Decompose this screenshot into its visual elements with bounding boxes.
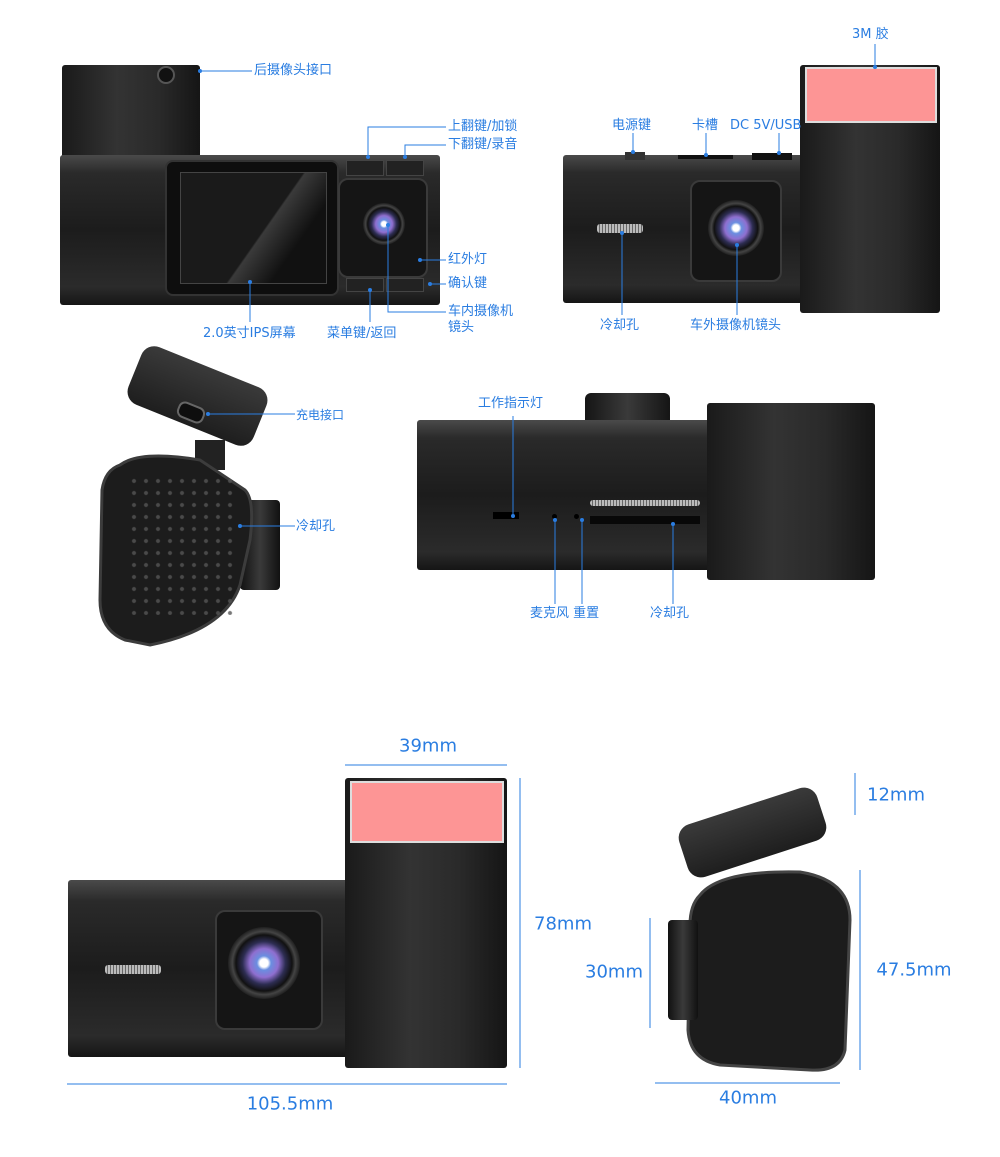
- dim-height: 78mm: [534, 913, 592, 935]
- rear-camera-port-icon: [157, 66, 175, 84]
- cooling-vent-dim: [105, 965, 161, 974]
- label-rear-camera-port: 后摄像头接口: [254, 63, 333, 78]
- dim-lens-height: 30mm: [585, 961, 643, 983]
- mount-bottom-view: [707, 403, 875, 580]
- label-cooling-bottom: 冷却孔: [650, 606, 690, 621]
- reset-hole: [574, 514, 579, 519]
- mount-rear-view: [62, 65, 200, 165]
- label-cooling-side: 冷却孔: [296, 519, 336, 534]
- label-power-key: 电源键: [612, 118, 652, 133]
- power-button-icon: [625, 152, 645, 160]
- label-menu-key: 菜单键/返回: [327, 326, 397, 341]
- dim-mount-thickness: 12mm: [867, 784, 925, 806]
- label-charging-port: 充电接口: [296, 408, 345, 422]
- label-up-key: 上翻键/加锁: [448, 119, 518, 134]
- down-key-button: [386, 160, 424, 176]
- usb-port: [752, 153, 792, 160]
- label-down-key: 下翻键/录音: [448, 137, 518, 152]
- up-key-button: [346, 160, 384, 176]
- label-inner-lens-2: 镜头: [448, 320, 475, 335]
- label-outer-lens: 车外摄像机镜头: [690, 318, 782, 333]
- label-dc-usb: DC 5V/USB: [730, 118, 802, 133]
- lens-barrel-side-dim: [668, 920, 698, 1020]
- label-card-slot: 卡槽: [692, 118, 719, 133]
- label-ir-light: 红外灯: [448, 252, 488, 267]
- inner-lens: [363, 203, 405, 245]
- cooling-grille: [128, 475, 238, 615]
- card-slot: [678, 155, 733, 159]
- ok-key-button: [386, 278, 424, 292]
- outer-lens-dim: [228, 927, 300, 999]
- label-ok-key: 确认键: [448, 276, 488, 291]
- dim-side-height: 47.5mm: [876, 959, 952, 981]
- cooling-slot-2: [590, 516, 700, 524]
- cooling-vent: [597, 224, 643, 233]
- ips-screen: [180, 172, 327, 284]
- adhesive-pad-dim: [350, 781, 504, 843]
- dim-length: 105.5mm: [246, 1093, 334, 1115]
- label-cooling-front: 冷却孔: [600, 318, 640, 333]
- adhesive-pad: [805, 67, 937, 123]
- dim-depth: 40mm: [719, 1087, 777, 1109]
- indicator-light: [493, 512, 519, 519]
- dashcam-bottom-body: [417, 420, 712, 570]
- dim-mount-width: 39mm: [399, 735, 457, 757]
- label-inner-lens-1: 车内摄像机: [448, 304, 514, 319]
- outer-lens-frame: [690, 180, 782, 282]
- label-adhesive: 3M 胶: [852, 27, 889, 42]
- label-indicator: 工作指示灯: [478, 396, 544, 411]
- cooling-slot-1: [590, 500, 700, 506]
- menu-key-button: [346, 278, 384, 292]
- label-screen: 2.0英寸IPS屏幕: [203, 326, 296, 341]
- mic-hole: [552, 514, 557, 519]
- label-mic-reset: 麦克风 重置: [530, 606, 600, 621]
